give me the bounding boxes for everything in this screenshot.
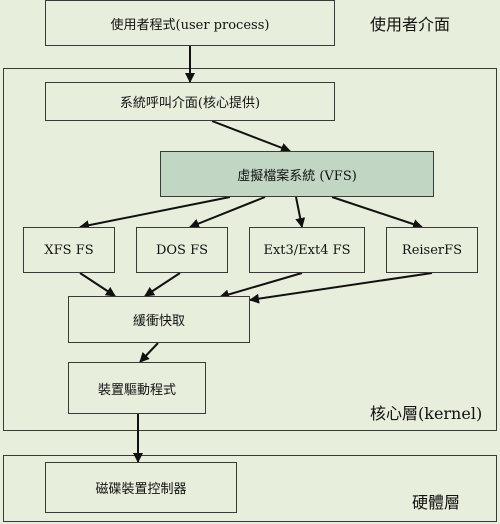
dos-fs-box: DOS FS <box>136 227 228 273</box>
device-driver-box: 裝置驅動程式 <box>68 362 206 414</box>
arrow-xfs-to-cache <box>79 272 116 297</box>
vfs-box: 虛擬檔案系統 (VFS) <box>160 151 434 197</box>
hardware-layer-label: 硬體層 <box>412 493 461 512</box>
arrow-syscall-to-vfs <box>211 120 291 153</box>
syscall-interface-box: 系統呼叫介面(核心提供) <box>45 82 335 121</box>
kernel-layer-label: 核心層(kernel) <box>370 404 483 423</box>
arrow-vfs-to-xfs <box>79 196 231 231</box>
reiserfs-box: ReiserFS <box>386 227 478 273</box>
ext-fs-box: Ext3/Ext4 FS <box>249 227 365 273</box>
xfs-box: XFS FS <box>23 227 115 273</box>
arrow-dos-to-cache <box>144 272 181 297</box>
user-layer-label: 使用者介面 <box>370 15 451 34</box>
arrow-cache-to-driver <box>139 342 159 363</box>
disk-controller-box: 磁碟裝置控制器 <box>45 462 237 513</box>
user-process-box: 使用者程式(user process) <box>45 0 335 46</box>
arrow-reiser-to-cache <box>249 272 433 304</box>
arrow-vfs-to-reiser <box>331 196 423 229</box>
arrow-ext-to-cache <box>219 272 303 300</box>
arrow-vfs-to-dos <box>189 196 266 229</box>
arrow-vfs-to-ext <box>295 196 306 228</box>
buffer-cache-box: 緩衝快取 <box>68 296 250 343</box>
